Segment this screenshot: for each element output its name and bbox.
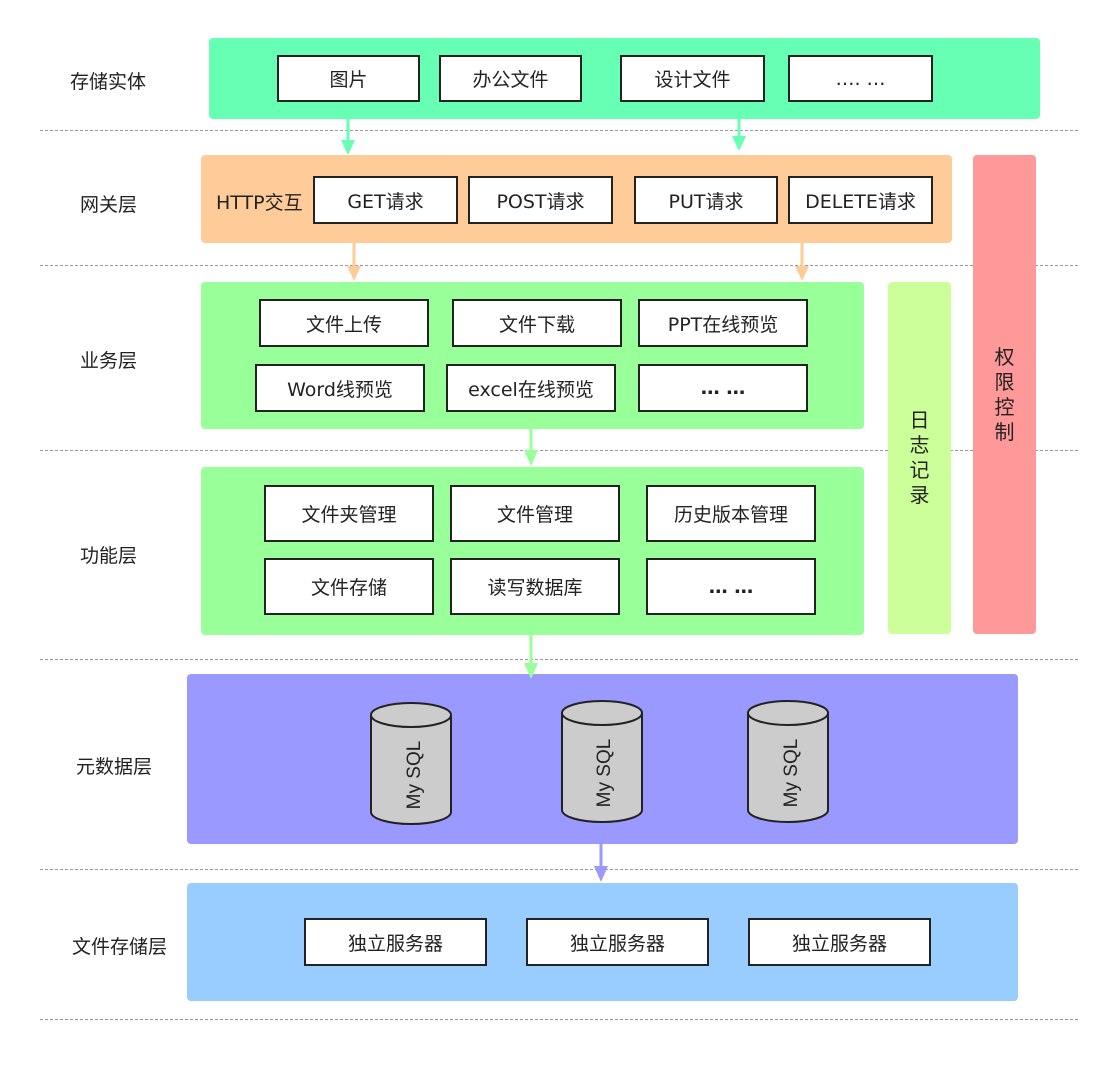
- layer-divider: [40, 869, 1078, 870]
- file-storage-server: 独立服务器: [304, 918, 487, 966]
- function-item: 历史版本管理: [646, 485, 816, 542]
- log-record-char: 录: [909, 483, 930, 507]
- layer-divider: [40, 450, 1078, 451]
- layer-divider: [40, 265, 1078, 266]
- gateway-request-item: PUT请求: [634, 176, 778, 224]
- database-label: My SQL: [781, 739, 802, 808]
- permission-control-char: 权: [994, 344, 1015, 369]
- permission-control-char: 控: [994, 394, 1015, 419]
- function-item: 文件管理: [450, 485, 620, 542]
- flow-arrow: [795, 243, 809, 281]
- gateway-request-item: POST请求: [468, 176, 613, 224]
- layer-divider: [40, 1019, 1078, 1020]
- layer-label-metadata: 元数据层: [76, 756, 153, 778]
- log-record-bar: 日 志 记 录: [888, 282, 951, 634]
- flow-arrow: [524, 635, 538, 679]
- layer-label-file-storage: 文件存储层: [72, 936, 168, 958]
- database-cylinder: My SQL: [747, 700, 829, 823]
- function-item: … …: [646, 558, 816, 615]
- layer-label-business: 业务层: [80, 350, 138, 372]
- layer-divider: [40, 130, 1078, 131]
- function-item: 读写数据库: [450, 558, 620, 615]
- log-record-char: 记: [909, 458, 930, 482]
- file-storage-server: 独立服务器: [748, 918, 931, 966]
- permission-control-char: 限: [994, 369, 1015, 394]
- storage-entity-item: 办公文件: [439, 55, 582, 102]
- layer-label-function: 功能层: [80, 545, 138, 567]
- gateway-title: HTTP交互: [216, 192, 303, 214]
- storage-entity-item: 设计文件: [620, 55, 765, 102]
- business-item: … …: [638, 364, 808, 412]
- layer-divider: [40, 659, 1078, 660]
- function-item: 文件存储: [264, 558, 434, 615]
- database-label: My SQL: [594, 739, 615, 808]
- database-cylinder: My SQL: [561, 700, 643, 823]
- log-record-char: 日: [909, 408, 930, 432]
- flow-arrow: [594, 844, 608, 882]
- business-item: Word线预览: [255, 364, 425, 412]
- flow-arrow: [341, 119, 355, 155]
- business-item: 文件下载: [452, 299, 622, 347]
- layer-label-storage-entity: 存储实体: [70, 71, 147, 93]
- flow-arrow: [732, 119, 746, 151]
- gateway-request-item: GET请求: [313, 176, 458, 224]
- database-label: My SQL: [404, 741, 425, 810]
- layer-label-gateway: 网关层: [80, 194, 138, 216]
- storage-entity-item: …. …: [788, 55, 933, 102]
- business-item: 文件上传: [259, 299, 429, 347]
- database-cylinder: My SQL: [370, 702, 452, 825]
- permission-control-bar: 权 限 控 制: [973, 155, 1036, 634]
- file-storage-server: 独立服务器: [526, 918, 709, 966]
- business-item: PPT在线预览: [638, 299, 808, 347]
- storage-entity-item: 图片: [277, 55, 420, 102]
- flow-arrow: [347, 243, 361, 281]
- business-item: excel在线预览: [446, 364, 616, 412]
- log-record-char: 志: [909, 433, 930, 457]
- flow-arrow: [524, 429, 538, 466]
- function-item: 文件夹管理: [264, 485, 434, 542]
- gateway-request-item: DELETE请求: [788, 176, 933, 224]
- permission-control-char: 制: [994, 419, 1015, 444]
